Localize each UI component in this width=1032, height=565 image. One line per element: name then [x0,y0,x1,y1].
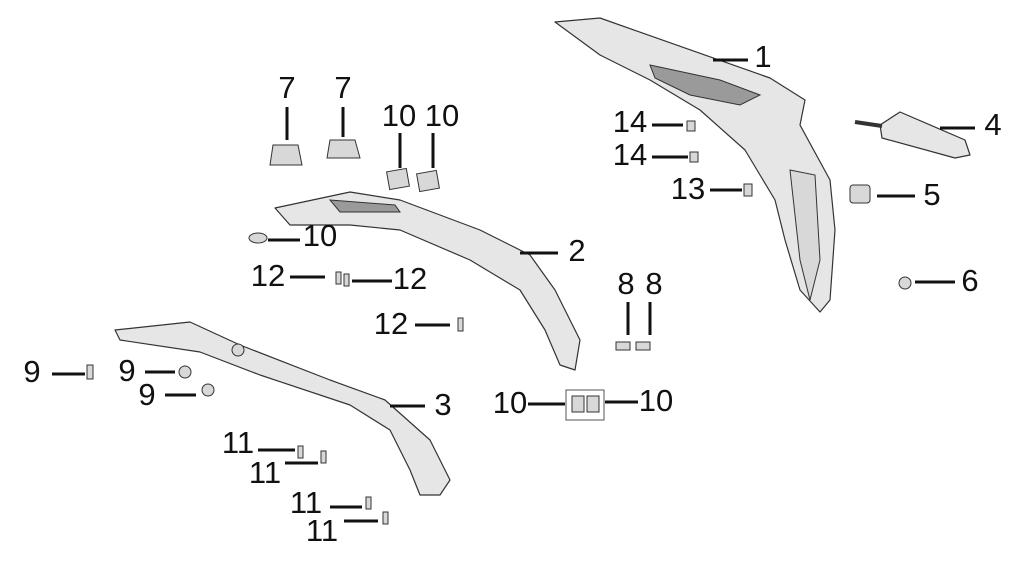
callout-10: 10 [382,98,416,133]
part-1-rear-fender [554,17,836,313]
callout-1: 1 [754,39,771,74]
callout-11: 11 [290,485,322,520]
part-7b [326,139,361,159]
part-4 [854,111,971,159]
callout-7: 7 [278,70,295,105]
part-10c [248,232,268,244]
part-13 [743,183,753,197]
callout-11: 11 [222,425,254,460]
callout-labels: 1 4 14 14 13 5 6 7 7 10 10 10 2 12 12 12… [23,39,1001,548]
part-10-box [565,389,605,421]
callout-6: 6 [961,263,978,298]
callout-8: 8 [645,266,662,301]
callout-10: 10 [493,385,527,420]
callout-12: 12 [393,261,427,296]
callout-11: 11 [249,455,281,490]
callout-10: 10 [639,383,673,418]
callout-10: 10 [425,98,459,133]
callout-5: 5 [923,177,940,212]
callout-12: 12 [374,306,408,341]
callout-9: 9 [138,377,155,412]
callout-4: 4 [984,107,1001,142]
part-10b [416,169,440,193]
part-5 [849,184,871,204]
callout-3: 3 [434,387,451,422]
callout-14: 14 [613,104,647,139]
callout-9: 9 [23,354,40,389]
callout-9: 9 [118,353,135,388]
callout-8: 8 [617,266,634,301]
part-3-side-cover [114,321,451,496]
screws [86,271,651,525]
leader-lines [52,58,975,523]
callout-14: 14 [613,137,647,172]
callout-2: 2 [568,233,585,268]
part-10a [386,167,410,191]
part-14b [689,151,699,163]
callout-7: 7 [334,70,351,105]
callout-10: 10 [303,218,337,253]
callout-13: 13 [671,171,705,206]
part-2-side-cover [274,191,581,371]
part-6 [898,276,912,290]
part-7a [269,144,303,166]
callout-12: 12 [251,258,285,293]
callout-11: 11 [306,513,338,548]
part-14a [686,120,696,132]
